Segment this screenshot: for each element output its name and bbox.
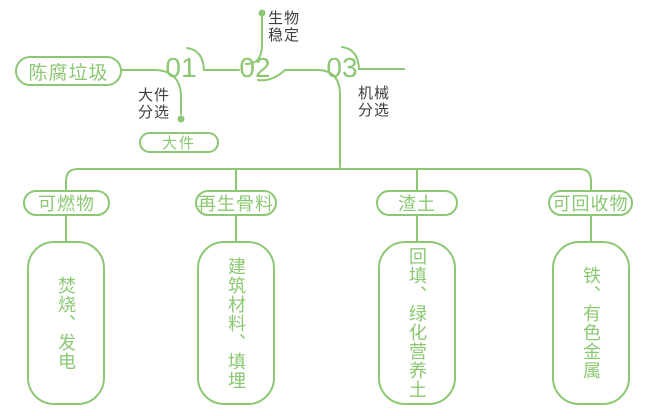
source-label: 陈腐垃圾	[28, 62, 109, 84]
category-pill-recyclables: 可回收物	[548, 190, 633, 216]
category-label: 可回收物	[552, 194, 629, 214]
process-label-bulky-sorting: 大件 分选	[138, 87, 171, 121]
line-step02-to-step03-branch	[257, 69, 341, 168]
output-pill-bulky-label: 大件	[161, 135, 196, 152]
output-pill-bulky-items: 大件	[139, 132, 219, 153]
use-box-building-materials-landfill: 建筑材料、填埋	[197, 241, 275, 405]
category-pill-recycled-aggregate: 再生骨料	[195, 190, 277, 216]
category-label: 渣土	[398, 194, 436, 214]
line-distribution-rail	[65, 168, 592, 191]
process-label-mechanical-sorting: 机械 分选	[358, 85, 391, 119]
line-step03-tail	[341, 46, 405, 70]
category-pill-slag-soil: 渣土	[376, 190, 458, 216]
step-number-03: 03	[326, 52, 358, 83]
dot-bulky-branch-end	[177, 115, 185, 123]
category-pill-combustibles: 可燃物	[23, 190, 110, 216]
dot-bio-branch-end	[258, 9, 266, 17]
use-box-text: 建筑材料、填埋	[226, 256, 246, 390]
step-number-02: 02	[239, 52, 271, 83]
line-source-to-step01	[121, 69, 182, 115]
process-label-bio-stabilization: 生物 稳定	[268, 10, 301, 44]
category-label: 再生骨料	[198, 194, 274, 214]
use-box-text: 焚烧、发电	[56, 275, 76, 371]
use-box-text: 回填、绿化营养土	[407, 247, 427, 399]
category-label: 可燃物	[38, 194, 95, 214]
use-box-iron-nonferrous-metals: 铁、有色金属	[552, 241, 630, 405]
line-bio-branch	[245, 16, 263, 65]
source-pill: 陈腐垃圾	[15, 56, 122, 86]
line-step01-to-step02	[186, 47, 240, 71]
step-number-01: 01	[165, 52, 197, 83]
use-box-incineration-power: 焚烧、发电	[27, 241, 105, 405]
use-box-backfill-nutrient-soil: 回填、绿化营养土	[378, 241, 456, 405]
use-box-text: 铁、有色金属	[581, 266, 601, 380]
